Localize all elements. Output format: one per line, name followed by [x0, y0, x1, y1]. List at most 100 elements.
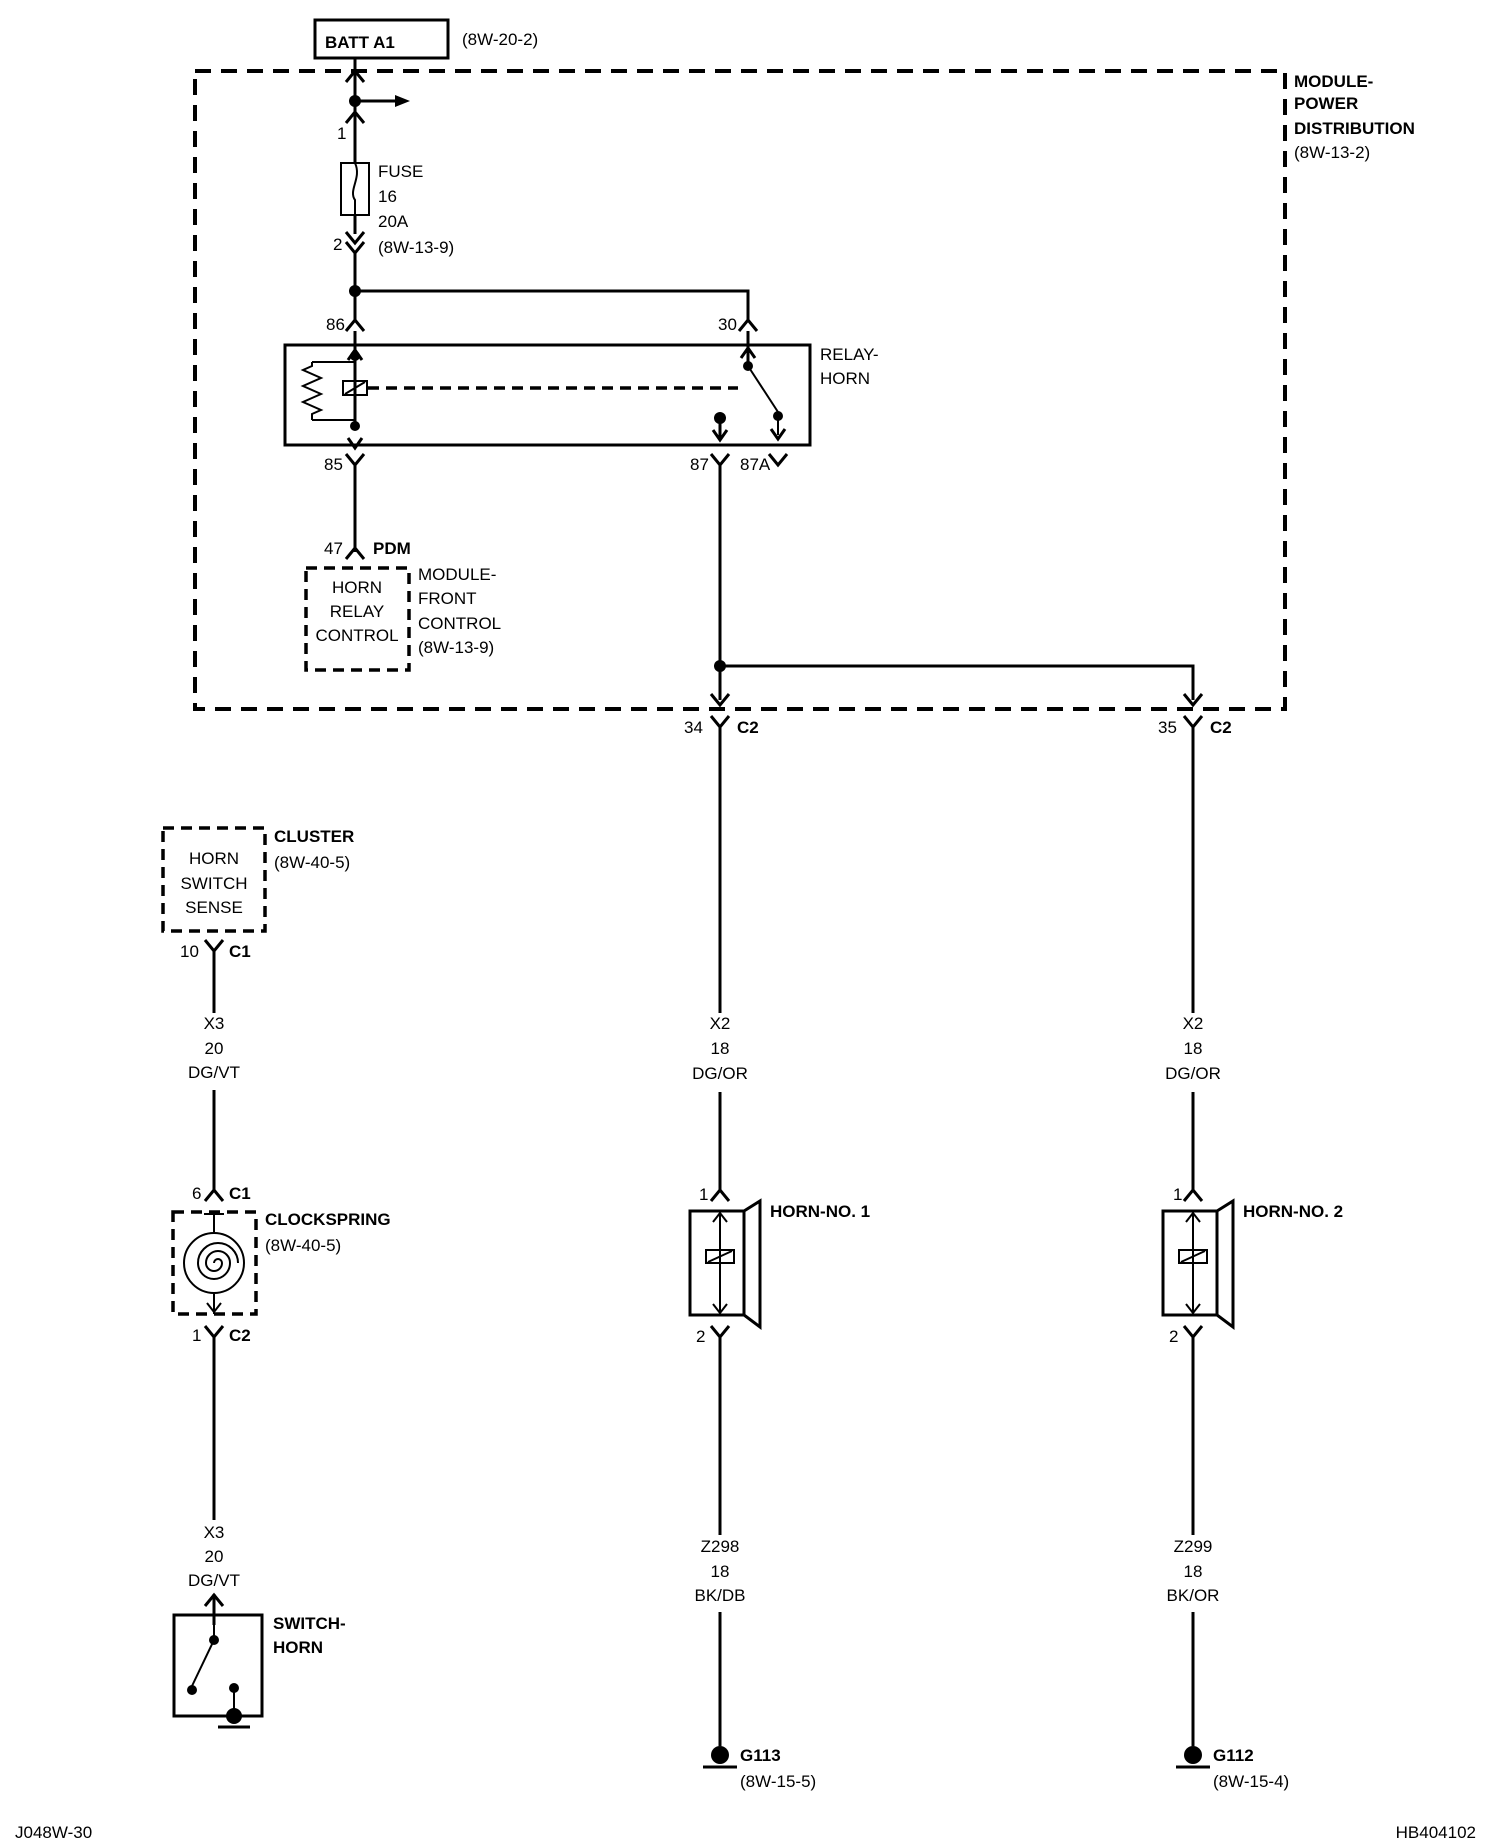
horn2-pin-2: 2: [1169, 1327, 1178, 1346]
relay-pin-87a: 87A: [740, 455, 771, 474]
cluster-name: CLUSTER: [274, 827, 354, 846]
clockspring-name: CLOCKSPRING: [265, 1210, 391, 1229]
relay-name-line1: RELAY-: [820, 345, 879, 364]
fcm-ref: (8W-13-9): [418, 638, 494, 657]
wire-horn1-ground-color: BK/DB: [694, 1586, 745, 1605]
wire-pdm-horn1-circuit: X2: [710, 1014, 731, 1033]
pdm-conn-34: C2: [737, 718, 759, 737]
fuse-pin-2: 2: [333, 235, 342, 254]
cluster-box-line1: HORN: [189, 849, 239, 868]
pdm-pin-35: 35: [1158, 718, 1177, 737]
clockspring-icon: [183, 1212, 245, 1314]
wire-cluster-clockspring-circuit: X3: [204, 1014, 225, 1033]
relay-pin-87: 87: [690, 455, 709, 474]
fuse-label: FUSE: [378, 162, 423, 181]
horn1-name: HORN-NO. 1: [770, 1202, 870, 1221]
cluster-connector: [203, 939, 225, 954]
fuse-pin-1: 1: [337, 124, 346, 143]
ground-g113-ref: (8W-15-5): [740, 1772, 816, 1791]
fcm-name-line2: FRONT: [418, 589, 477, 608]
switch-horn-name-line2: HORN: [273, 1638, 323, 1657]
relay-feed-wire: [344, 253, 759, 332]
ground-g113-icon: [703, 1746, 737, 1769]
fuse-ref: (8W-13-9): [378, 238, 454, 257]
horn1-pin-1: 1: [699, 1185, 708, 1204]
wire-pdm-horn2-gauge: 18: [1184, 1039, 1203, 1058]
clockspring-bottom-connector: [203, 1325, 225, 1340]
wire-clockspring-switch-gauge: 20: [205, 1547, 224, 1566]
relay-pin-86: 86: [326, 315, 345, 334]
footer-right-code: HB404102: [1396, 1823, 1476, 1842]
horn-relay-body: [283, 343, 812, 447]
wire-horn2-ground-color: BK/OR: [1167, 1586, 1220, 1605]
fcm-box-line1: HORN: [332, 578, 382, 597]
fcm-box-line2: RELAY: [330, 602, 385, 621]
ground-g113-name: G113: [740, 1746, 781, 1765]
wire-horn1-ground-circuit: Z298: [701, 1537, 740, 1556]
pdm-name-line3: DISTRIBUTION: [1294, 119, 1415, 138]
pdm-name-line1: MODULE-: [1294, 72, 1373, 91]
cluster-connector-label: C1: [229, 942, 251, 961]
clockspring-ref: (8W-40-5): [265, 1236, 341, 1255]
horn1-pin1-connector: [709, 1187, 731, 1202]
cluster-horn-switch-sense-box: [161, 826, 267, 933]
cluster-box-line2: SWITCH: [180, 874, 247, 893]
horn2-pin2-connector: [1182, 1325, 1204, 1340]
pdm-output-splice: [709, 660, 1204, 708]
fuse-icon: [340, 112, 370, 256]
horn2-icon: [1161, 1198, 1235, 1330]
fuse-number: 16: [378, 187, 397, 206]
relay-switch-icon: [711, 331, 787, 443]
wire-pdm-horn1-gauge: 18: [711, 1039, 730, 1058]
fcm-box-line3: CONTROL: [315, 626, 398, 645]
horn1-pin2-connector: [709, 1325, 731, 1340]
cluster-ref: (8W-40-5): [274, 853, 350, 872]
wire-pdm-horn2-circuit: X2: [1183, 1014, 1204, 1033]
wire-horn2-ground-gauge: 18: [1184, 1562, 1203, 1581]
cluster-box-line3: SENSE: [185, 898, 243, 917]
clockspring-conn-bottom: C2: [229, 1326, 251, 1345]
switch-horn-name-line1: SWITCH-: [273, 1614, 346, 1633]
pdm-ref: (8W-13-2): [1294, 143, 1370, 162]
battery-ref: (8W-20-2): [462, 30, 538, 49]
wire-pdm-horn2-color: DG/OR: [1165, 1064, 1221, 1083]
fcm-pin: 47: [324, 539, 343, 558]
relay-name-line2: HORN: [820, 369, 870, 388]
switch-horn-icon: [187, 1615, 250, 1729]
wire-cluster-clockspring-color: DG/VT: [188, 1063, 240, 1082]
relay-pin-85: 85: [324, 455, 343, 474]
fcm-connector-label: PDM: [373, 539, 411, 558]
switch-horn-body: [172, 1613, 264, 1718]
ground-g112-ref: (8W-15-4): [1213, 1772, 1289, 1791]
ground-g112-name: G112: [1213, 1746, 1254, 1765]
pdm-pin-34: 34: [684, 718, 703, 737]
horn1-icon: [688, 1198, 762, 1330]
wire-horn1-ground-gauge: 18: [711, 1562, 730, 1581]
pdm-output-connectors: [709, 715, 1204, 730]
pdm-name-line2: POWER: [1294, 94, 1358, 113]
footer-left-code: J048W-30: [15, 1823, 92, 1842]
fuse-rating: 20A: [378, 212, 409, 231]
wire-cluster-clockspring-gauge: 20: [205, 1039, 224, 1058]
wire-horn2-ground-circuit: Z299: [1174, 1537, 1213, 1556]
fcm-connector: [344, 545, 366, 560]
fcm-name-line3: CONTROL: [418, 614, 501, 633]
clockspring-pin-top: 6: [192, 1184, 201, 1203]
clockspring-conn-top: C1: [229, 1184, 251, 1203]
horn2-name: HORN-NO. 2: [1243, 1202, 1343, 1221]
clockspring-pin-bottom: 1: [192, 1326, 201, 1345]
battery-label-box: [313, 18, 450, 60]
wire-clockspring-switch-circuit: X3: [204, 1523, 225, 1542]
clockspring-top-connector: [203, 1187, 225, 1202]
fcm-name-line1: MODULE-: [418, 565, 496, 584]
wire-clockspring-switch-color: DG/VT: [188, 1571, 240, 1590]
switch-horn-connector: [203, 1592, 225, 1607]
horn1-pin-2: 2: [696, 1327, 705, 1346]
horn2-pin1-connector: [1182, 1187, 1204, 1202]
relay-coil-icon: [300, 331, 368, 451]
fcm-horn-relay-control-box: [304, 566, 411, 672]
cluster-pin: 10: [180, 942, 199, 961]
wire-pdm-horn1-color: DG/OR: [692, 1064, 748, 1083]
pdm-conn-35: C2: [1210, 718, 1232, 737]
